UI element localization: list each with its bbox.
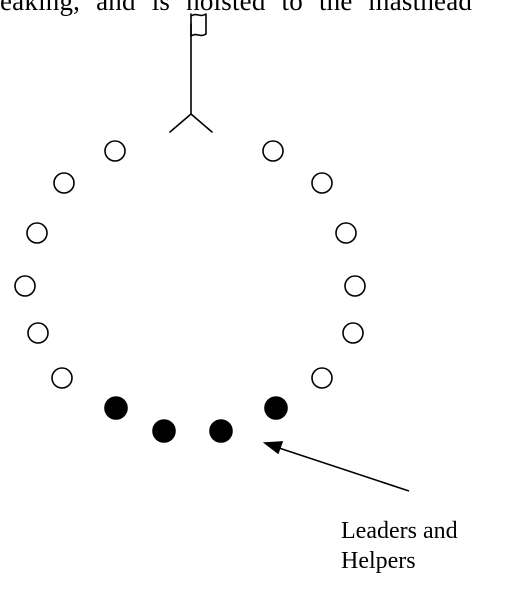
flag-base-chevron: [169, 113, 213, 133]
arrow-shaft: [275, 446, 410, 492]
participants-open: [14, 140, 366, 389]
participant-circle: [26, 222, 48, 244]
flag-icon: [169, 13, 213, 133]
leader-circle: [209, 419, 233, 443]
header-word: hoisted: [186, 0, 266, 16]
header-word: is: [151, 0, 171, 16]
leaders-caption: Leaders and Helpers: [341, 516, 458, 576]
header-word: to: [281, 0, 303, 16]
leader-circle: [264, 396, 288, 420]
header-word: eaking,: [0, 0, 81, 16]
participant-circle: [104, 140, 126, 162]
participant-circle: [342, 322, 364, 344]
arrow-icon: [262, 441, 410, 492]
leader-circle: [152, 419, 176, 443]
participant-circle: [51, 367, 73, 389]
header-word: and: [96, 0, 136, 16]
participant-circle: [335, 222, 357, 244]
participant-circle: [53, 172, 75, 194]
arrow-head: [262, 441, 284, 455]
participant-circle: [27, 322, 49, 344]
header-word: masthead: [368, 0, 473, 16]
participant-circle: [311, 367, 333, 389]
participant-circle: [344, 275, 366, 297]
participant-circle: [262, 140, 284, 162]
caption-line-2: Helpers: [341, 548, 416, 574]
leaders-filled: [104, 396, 288, 443]
participant-circle: [311, 172, 333, 194]
caption-line-1: Leaders and: [341, 518, 458, 544]
leader-circle: [104, 396, 128, 420]
participant-circle: [14, 275, 36, 297]
header-word: the: [318, 0, 353, 16]
flag-cloth: [190, 13, 207, 37]
